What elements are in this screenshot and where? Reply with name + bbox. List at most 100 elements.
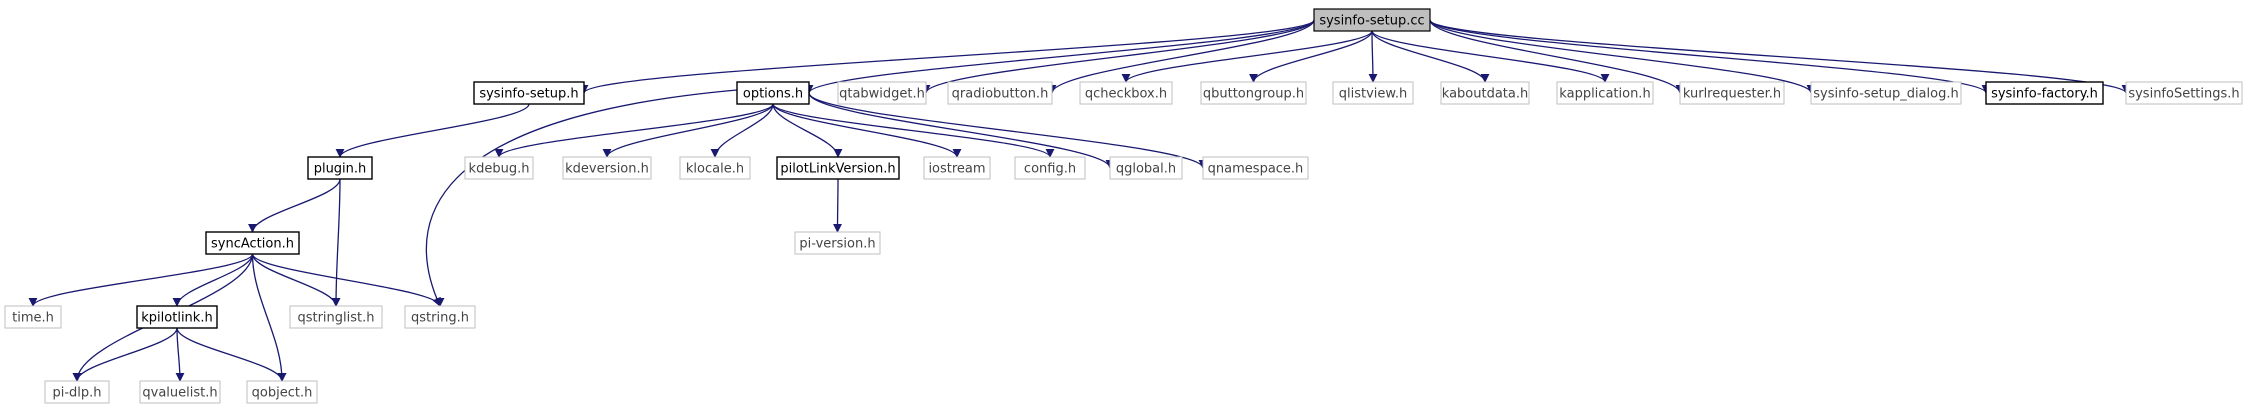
node-plugin-h[interactable]: plugin.h: [307, 156, 373, 180]
node-qglobal-h: qglobal.h: [1109, 156, 1183, 180]
node-label-sysinfo-setup-h: sysinfo-setup.h: [479, 87, 578, 102]
edge-syncaction-h-to-qstringlist-h: [251, 253, 341, 307]
edge-pilotlinkversion-h-to-pi-version-h: [833, 178, 843, 233]
edge-syncaction-h-to-time-h: [28, 253, 254, 307]
node-qstring-h: qstring.h: [404, 305, 476, 329]
node-kdebug-h: kdebug.h: [464, 156, 534, 180]
node-box-sysinfo-setup-h: [473, 81, 585, 105]
node-qcheckbox-h: qcheckbox.h: [1079, 81, 1173, 105]
edge-kpilotlink-h-to-qobject-h: [176, 327, 287, 382]
edge-plugin-h-to-qstringlist-h: [331, 178, 341, 307]
node-label-pilotlinkversion-h: pilotLinkVersion.h: [780, 162, 895, 177]
node-label-kdeversion-h: kdeversion.h: [565, 162, 649, 177]
node-label-root: sysinfo-setup.cc: [1319, 14, 1424, 29]
node-label-sysinfo-setup-dialog-h: sysinfo-setup_dialog.h: [1813, 87, 1958, 102]
node-box-kdebug-h: [464, 156, 534, 180]
edge-kpilotlink-h-to-pi-dlp-h: [72, 327, 178, 382]
node-label-qbuttongroup-h: qbuttongroup.h: [1203, 87, 1304, 102]
node-label-plugin-h: plugin.h: [314, 162, 367, 177]
node-label-kpilotlink-h: kpilotlink.h: [141, 311, 212, 326]
node-root[interactable]: sysinfo-setup.cc: [1313, 8, 1431, 32]
node-label-qvaluelist-h: qvaluelist.h: [142, 386, 217, 401]
node-box-time-h: [4, 305, 62, 329]
node-sysinfosettings-h: sysinfoSettings.h: [2125, 81, 2243, 105]
node-box-qglobal-h: [1109, 156, 1183, 180]
node-box-qstringlist-h: [289, 305, 383, 329]
node-label-time-h: time.h: [12, 311, 54, 326]
node-label-options-h: options.h: [743, 87, 803, 102]
node-sysinfo-factory-h[interactable]: sysinfo-factory.h: [1985, 81, 2104, 105]
node-box-root: [1313, 8, 1431, 32]
node-layer: sysinfo-setup.cc sysinfo-setup.h options.h…: [4, 8, 2243, 404]
edge-root-to-options-h: [804, 19, 1315, 94]
edge-root-to-qcheckbox-h: [1121, 30, 1373, 83]
node-label-kapplication-h: kapplication.h: [1559, 87, 1650, 102]
node-options-h[interactable]: options.h: [736, 81, 810, 105]
node-kapplication-h: kapplication.h: [1556, 81, 1654, 105]
node-box-pilotlinkversion-h: [776, 156, 900, 180]
node-box-kpilotlink-h: [136, 305, 218, 329]
node-box-qtabwidget-h: [837, 81, 927, 105]
node-iostream: iostream: [923, 156, 991, 180]
node-label-kdebug-h: kdebug.h: [469, 162, 530, 177]
node-time-h: time.h: [4, 305, 62, 329]
node-box-pi-version-h: [794, 231, 881, 255]
node-sysinfo-setup-h[interactable]: sysinfo-setup.h: [473, 81, 585, 105]
node-pi-dlp-h: pi-dlp.h: [44, 380, 110, 404]
node-box-plugin-h: [307, 156, 373, 180]
edge-root-to-qradiobutton-h: [1047, 19, 1315, 94]
edge-sysinfo-setup-h-to-plugin-h: [335, 103, 530, 158]
edge-options-h-to-kdebug-h: [494, 103, 774, 158]
node-label-qlistview-h: qlistview.h: [1339, 87, 1407, 102]
edge-root-to-qtabwidget-h: [921, 19, 1315, 94]
edge-options-h-to-klocale-h: [710, 103, 774, 158]
node-box-qnamespace-h: [1202, 156, 1309, 180]
node-label-pi-dlp-h: pi-dlp.h: [52, 386, 101, 401]
edge-options-h-to-qnamespace-h: [808, 92, 1208, 169]
node-kpilotlink-h[interactable]: kpilotlink.h: [136, 305, 218, 329]
node-box-pi-dlp-h: [44, 380, 110, 404]
node-qlistview-h: qlistview.h: [1332, 81, 1414, 105]
node-kaboutdata-h: kaboutdata.h: [1440, 81, 1530, 105]
edge-syncaction-h-to-qobject-h: [251, 253, 287, 382]
node-qvaluelist-h: qvaluelist.h: [139, 380, 221, 404]
node-qradiobutton-h: qradiobutton.h: [947, 81, 1053, 105]
node-box-qradiobutton-h: [947, 81, 1053, 105]
edge-syncaction-h-to-qstring-h: [251, 253, 445, 307]
edge-options-h-to-qstring-h: [425, 89, 738, 307]
node-qstringlist-h: qstringlist.h: [289, 305, 383, 329]
edge-root-to-qbuttongroup-h: [1249, 30, 1373, 83]
node-box-kapplication-h: [1556, 81, 1654, 105]
edge-root-to-kurlrequester-h: [1429, 19, 1685, 94]
edge-root-to-kapplication-h: [1371, 30, 1610, 83]
node-box-iostream: [923, 156, 991, 180]
node-label-pi-version-h: pi-version.h: [799, 237, 875, 252]
node-box-qstring-h: [404, 305, 476, 329]
node-box-options-h: [736, 81, 810, 105]
edge-options-h-to-kdeversion-h: [602, 103, 774, 158]
edge-options-h-to-iostream: [772, 103, 962, 158]
edge-plugin-h-to-syncaction-h: [248, 178, 341, 233]
edge-root-to-qlistview-h: [1368, 30, 1378, 83]
node-box-kdeversion-h: [562, 156, 652, 180]
node-box-kurlrequester-h: [1679, 81, 1785, 105]
edge-syncaction-h-to-kpilotlink-h: [172, 253, 254, 307]
node-label-qglobal-h: qglobal.h: [1116, 162, 1176, 177]
node-label-kaboutdata-h: kaboutdata.h: [1442, 87, 1528, 102]
node-box-qcheckbox-h: [1079, 81, 1173, 105]
node-qbuttongroup-h: qbuttongroup.h: [1200, 81, 1307, 105]
node-qobject-h: qobject.h: [246, 380, 318, 404]
node-label-klocale-h: klocale.h: [686, 162, 744, 177]
node-label-sysinfo-factory-h: sysinfo-factory.h: [1991, 87, 2098, 102]
node-syncaction-h[interactable]: syncAction.h: [205, 231, 300, 255]
node-pilotlinkversion-h[interactable]: pilotLinkVersion.h: [776, 156, 900, 180]
node-box-sysinfo-setup-dialog-h: [1810, 81, 1962, 105]
edge-options-h-to-pilotlinkversion-h: [772, 103, 843, 158]
node-box-qlistview-h: [1332, 81, 1414, 105]
node-config-h: config.h: [1014, 156, 1086, 180]
node-label-qstringlist-h: qstringlist.h: [297, 311, 374, 326]
node-box-qvaluelist-h: [139, 380, 221, 404]
node-box-sysinfo-factory-h: [1985, 81, 2104, 105]
edge-kpilotlink-h-to-qvaluelist-h: [175, 327, 185, 382]
